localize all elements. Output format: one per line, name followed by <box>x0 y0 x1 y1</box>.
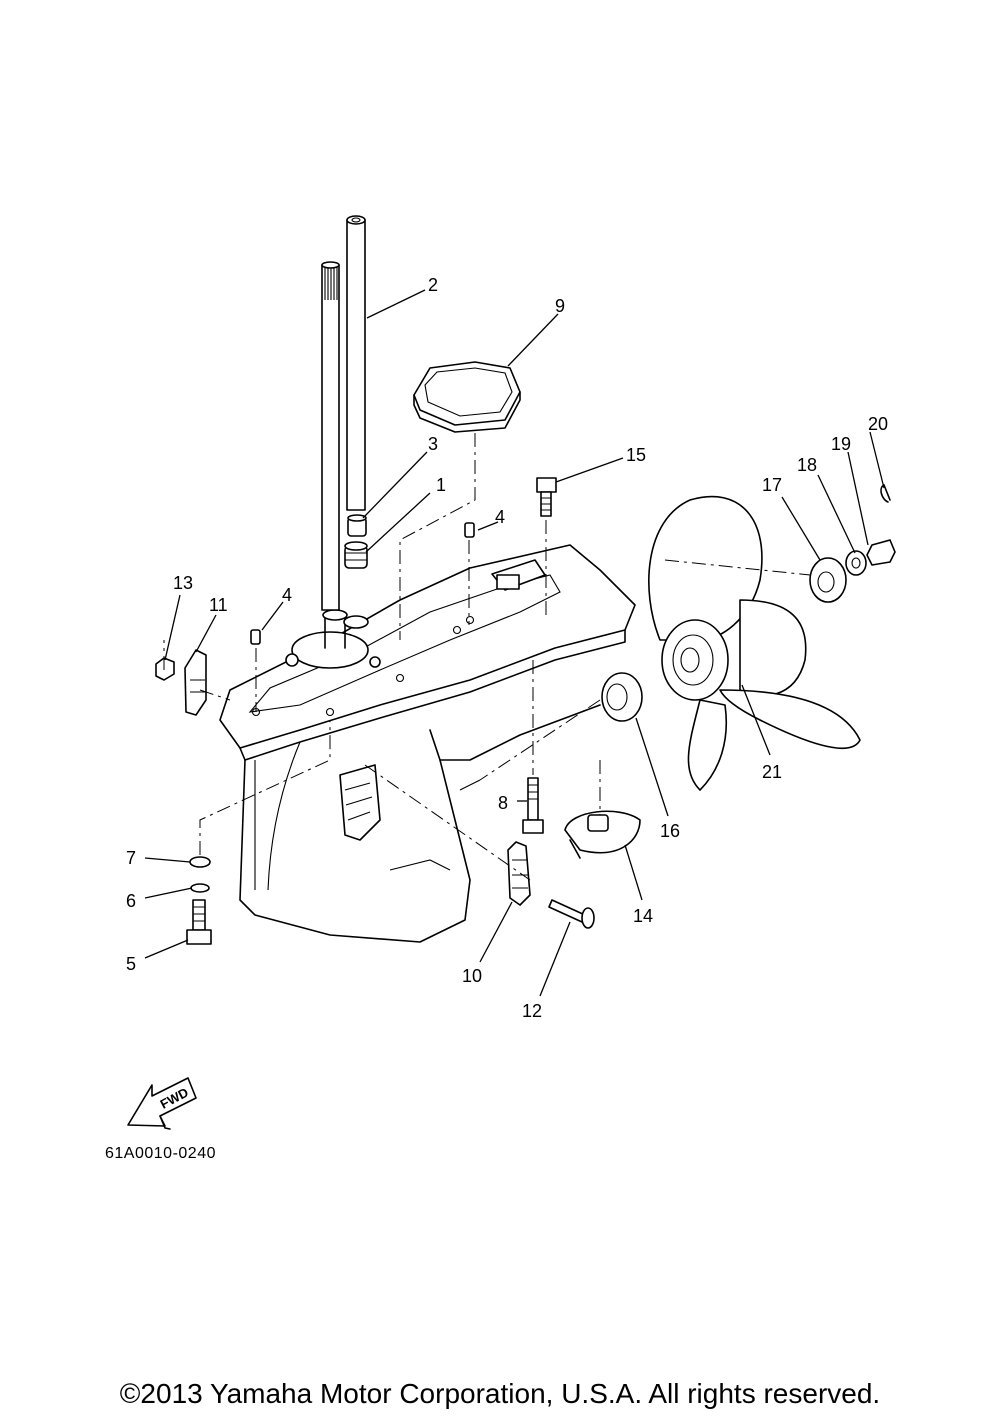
dowel-pin <box>250 629 261 645</box>
assembly-lines <box>163 433 811 881</box>
drive-shaft <box>321 261 340 611</box>
water-tube <box>346 215 366 511</box>
bolt <box>536 477 557 517</box>
callout-14: 14 <box>633 906 653 926</box>
tube-seat <box>343 615 369 629</box>
bolt <box>522 777 544 834</box>
washer <box>189 856 211 868</box>
grommet <box>347 514 367 537</box>
callout-9: 9 <box>555 296 565 316</box>
rubber-seal <box>344 541 368 569</box>
callout-16: 16 <box>660 821 680 841</box>
callout-2: 2 <box>428 275 438 295</box>
callout-17: 17 <box>762 475 782 495</box>
callout-1: 1 <box>436 475 446 495</box>
callout-20: 20 <box>868 414 888 434</box>
callouts: 1 2 3 4 4 5 6 7 8 9 10 11 12 13 14 15 16… <box>126 275 888 1021</box>
leader-lines <box>144 289 885 997</box>
spacer <box>809 557 847 603</box>
callout-12: 12 <box>522 1001 542 1021</box>
callout-8: 8 <box>498 793 508 813</box>
callout-4: 4 <box>282 585 292 605</box>
bolt <box>186 899 212 945</box>
dowel-pin <box>464 522 475 538</box>
callout-5: 5 <box>126 954 136 974</box>
drawing-code: 61A0010-0240 <box>105 1145 216 1162</box>
callout-10: 10 <box>462 966 482 986</box>
thrust-washer <box>601 672 643 722</box>
lock-washer <box>190 883 210 893</box>
callout-3: 3 <box>428 434 438 454</box>
callout-11: 11 <box>209 595 228 615</box>
lower-casing <box>219 544 636 943</box>
callout-4: 4 <box>495 507 505 527</box>
callout-19: 19 <box>831 434 851 454</box>
callout-13: 13 <box>173 573 193 593</box>
callout-6: 6 <box>126 891 136 911</box>
cotter-pin <box>880 484 891 503</box>
fwd-arrow: FWD <box>127 1077 197 1130</box>
callout-18: 18 <box>797 455 817 475</box>
nut <box>155 657 175 681</box>
washer <box>845 550 867 576</box>
copyright-notice: ©2013 Yamaha Motor Corporation, U.S.A. A… <box>119 1378 881 1409</box>
callout-21: 21 <box>762 762 782 782</box>
propeller <box>648 495 861 791</box>
gasket <box>413 361 521 433</box>
anode <box>507 841 531 906</box>
callout-7: 7 <box>126 848 136 868</box>
anode <box>184 649 207 716</box>
callout-15: 15 <box>626 445 646 465</box>
propeller-nut <box>866 539 896 566</box>
screw <box>548 899 595 929</box>
trim-tab <box>564 810 641 859</box>
